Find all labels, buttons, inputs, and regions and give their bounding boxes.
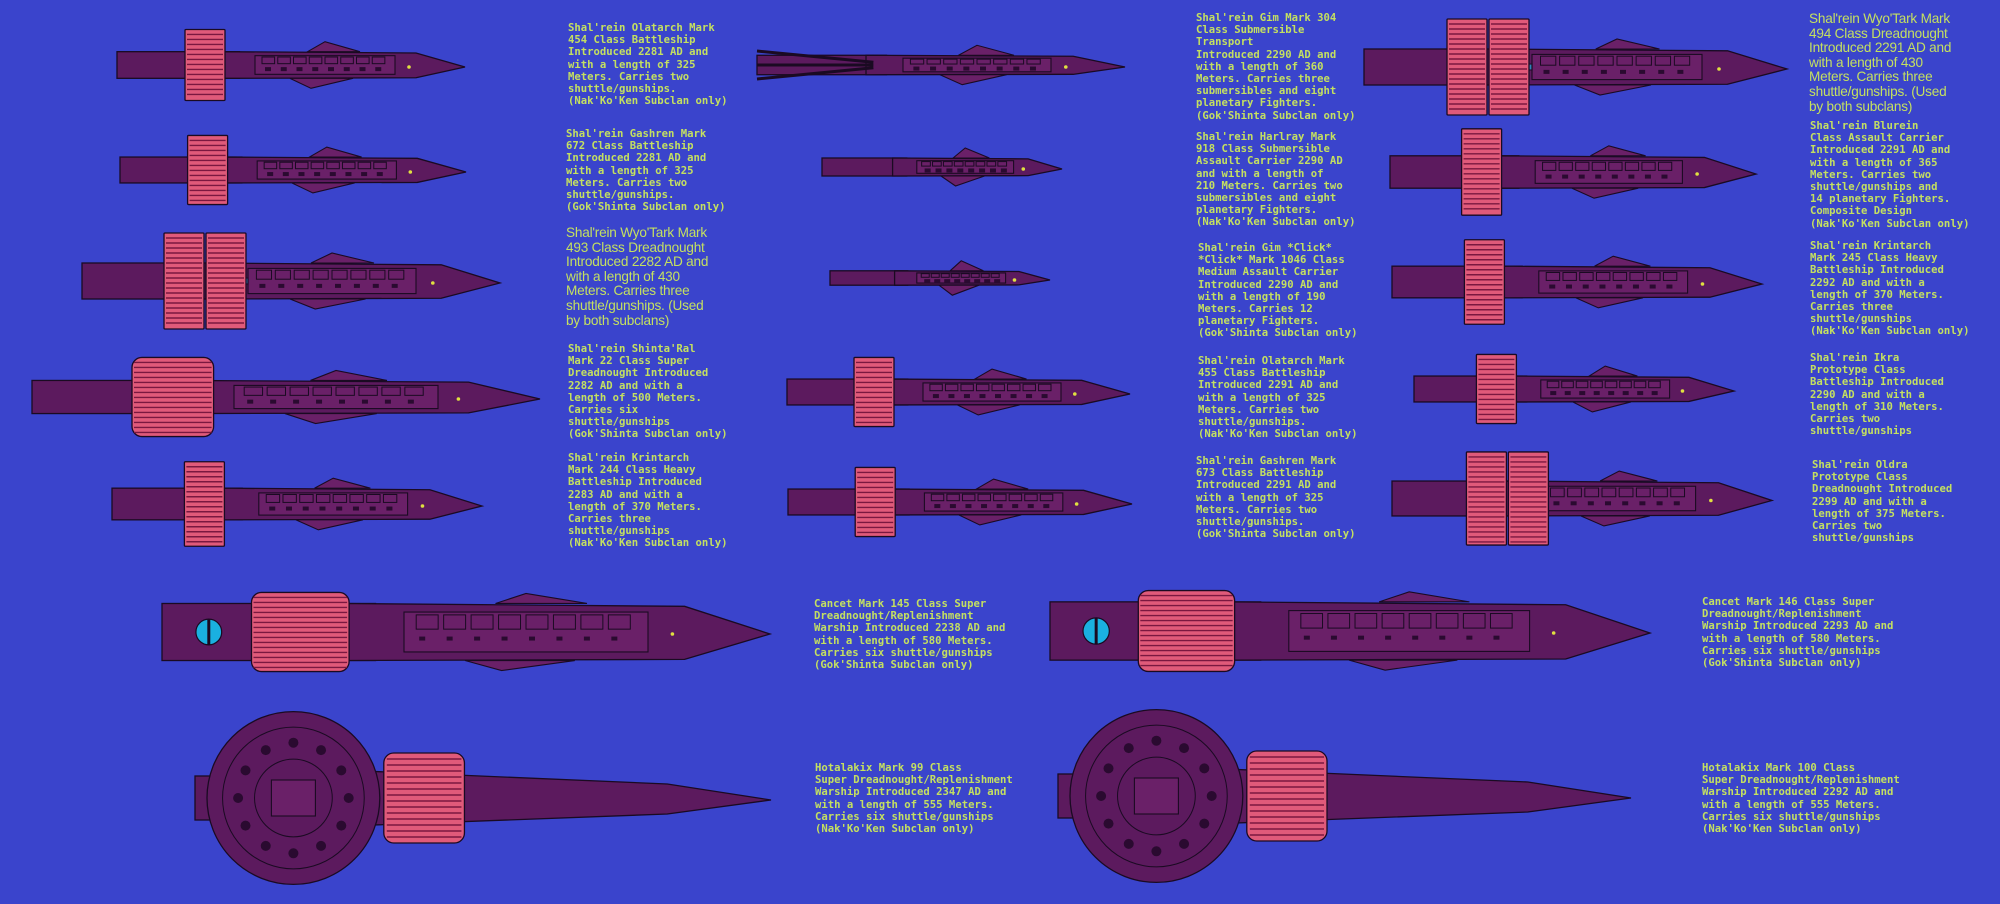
ship-caption-olatarch-455: Shal'rein Olatarch Mark 455 Class Battle… xyxy=(1198,355,1358,441)
ship-illustration-gim-304 xyxy=(756,44,1126,86)
ship-illustration-shintaral-22 xyxy=(31,356,541,438)
ship-illustration-gim-click-1046 xyxy=(829,260,1051,296)
ship-caption-gim-click-1046: Shal'rein Gim *Click* *Click* Mark 1046 … xyxy=(1198,242,1358,340)
ship-caption-cancet-146: Cancet Mark 146 Class Super Dreadnought/… xyxy=(1702,596,1894,670)
ship-caption-hotalakix-99: Hotalakix Mark 99 Class Super Dreadnough… xyxy=(815,762,1013,836)
ship-illustration-oldra xyxy=(1391,451,1775,546)
ship-illustration-gashren-673 xyxy=(787,466,1133,538)
ship-caption-wyotark-494: Shal'rein Wyo'Tark Mark 494 Class Dreadn… xyxy=(1809,11,1952,114)
ship-illustration-harlray-918 xyxy=(821,147,1063,187)
ship-caption-ikra: Shal'rein Ikra Prototype Class Battleshi… xyxy=(1810,352,1944,438)
ship-caption-shintaral-22: Shal'rein Shinta'Ral Mark 22 Class Super… xyxy=(568,343,728,441)
ship-caption-gashren-673: Shal'rein Gashren Mark 673 Class Battles… xyxy=(1196,455,1356,541)
ship-caption-hotalakix-100: Hotalakix Mark 100 Class Super Dreadnoug… xyxy=(1702,762,1900,836)
ship-illustration-cancet-145 xyxy=(161,591,773,673)
ship-illustration-olatarch-455 xyxy=(786,356,1131,428)
ship-illustration-gashren-672 xyxy=(119,134,467,206)
ship-illustration-ikra xyxy=(1413,353,1737,425)
ship-caption-wyotark-493: Shal'rein Wyo'Tark Mark 493 Class Dreadn… xyxy=(566,225,709,328)
ship-caption-harlray-918: Shal'rein Harlray Mark 918 Class Submers… xyxy=(1196,131,1356,229)
ship-caption-krintarch-244: Shal'rein Krintarch Mark 244 Class Heavy… xyxy=(568,452,728,550)
ship-illustration-blurein xyxy=(1389,128,1759,216)
ship-caption-olatarch-454: Shal'rein Olatarch Mark 454 Class Battle… xyxy=(568,22,728,108)
ship-caption-gim-304: Shal'rein Gim Mark 304 Class Submersible… xyxy=(1196,12,1356,122)
ship-illustration-olatarch-454 xyxy=(116,28,466,102)
ship-illustration-cancet-146 xyxy=(1049,589,1653,673)
ship-illustration-wyotark-493 xyxy=(81,232,503,330)
ship-illustration-wyotark-494 xyxy=(1363,18,1790,116)
ship-caption-oldra: Shal'rein Oldra Prototype Class Dreadnou… xyxy=(1812,459,1953,545)
ship-illustration-hotalakix-99 xyxy=(194,710,772,886)
ship-illustration-krintarch-244 xyxy=(111,461,485,547)
ship-caption-blurein: Shal'rein Blurein Class Assault Carrier … xyxy=(1810,120,1970,230)
ship-illustration-krintarch-245 xyxy=(1391,239,1765,325)
ship-caption-krintarch-245: Shal'rein Krintarch Mark 245 Class Heavy… xyxy=(1810,240,1970,338)
ship-illustration-hotalakix-100 xyxy=(1057,708,1632,884)
ship-caption-cancet-145: Cancet Mark 145 Class Super Dreadnought/… xyxy=(814,598,1006,672)
ship-caption-gashren-672: Shal'rein Gashren Mark 672 Class Battles… xyxy=(566,128,726,214)
